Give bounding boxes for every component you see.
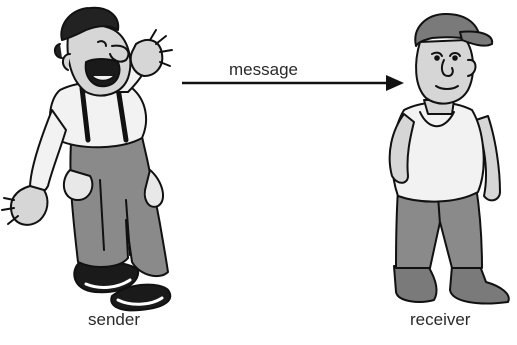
receiver-label: receiver [410, 310, 471, 329]
message-label: message [229, 60, 298, 79]
sender-left-arm [29, 109, 67, 194]
sender-mouth [84, 58, 121, 88]
message-arrow-icon [182, 75, 404, 91]
sender-label: sender [88, 310, 140, 329]
sender-figure-icon [1, 6, 173, 312]
receiver-boot-left [393, 265, 438, 303]
receiver-trousers [395, 185, 483, 269]
receiver-left-arm [388, 113, 415, 184]
receiver-figure-icon [388, 13, 510, 305]
receiver-boot-right [449, 265, 510, 305]
sender-left-hand [10, 185, 49, 226]
sender-hair [60, 6, 120, 41]
sender-right-hand [129, 38, 164, 77]
